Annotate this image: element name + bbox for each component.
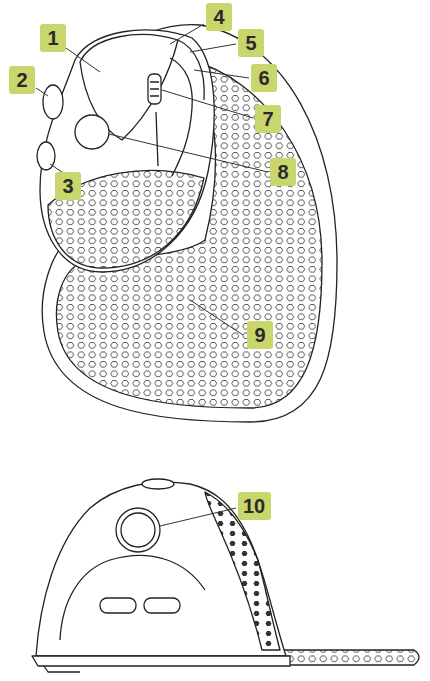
leader-line — [170, 24, 204, 44]
leader-line — [66, 48, 100, 72]
side-thumb-button-inner — [121, 513, 155, 547]
thumb-button — [75, 115, 109, 149]
side-foot — [44, 666, 80, 672]
leader-line — [162, 90, 253, 118]
leader-line — [194, 70, 249, 78]
callout-number: 5 — [238, 29, 264, 57]
side-base — [32, 656, 290, 666]
side-button — [144, 598, 180, 613]
mouse-body — [40, 30, 214, 272]
callout-number: 4 — [206, 3, 232, 31]
side-body — [36, 482, 286, 656]
right-button-edge — [170, 58, 192, 176]
side-button-forward — [43, 85, 63, 119]
side-top-button — [142, 479, 174, 489]
side-mesh — [205, 492, 280, 650]
body-mesh — [48, 171, 204, 268]
leader-line — [190, 44, 236, 52]
callout-number: 10 — [238, 492, 271, 520]
callout-number: 8 — [270, 158, 296, 186]
callout-number: 1 — [40, 24, 66, 52]
scroll-wheel-ribs — [150, 82, 159, 96]
callout-number: 7 — [255, 105, 281, 133]
callout-number: 3 — [55, 172, 81, 200]
callout-number: 9 — [247, 321, 273, 349]
side-button — [100, 598, 136, 613]
leader-line — [50, 164, 62, 172]
leader-line — [109, 134, 268, 172]
leader-lines — [36, 24, 268, 526]
leader-line — [36, 88, 48, 96]
side-body-contour — [60, 555, 205, 640]
body-groove — [156, 112, 158, 166]
scroll-wheel — [148, 74, 161, 104]
leader-line — [160, 508, 236, 526]
side-thumb-button — [116, 508, 160, 552]
leader-line — [190, 300, 243, 335]
callout-number: 6 — [251, 64, 277, 92]
callout-number: 2 — [9, 66, 35, 94]
